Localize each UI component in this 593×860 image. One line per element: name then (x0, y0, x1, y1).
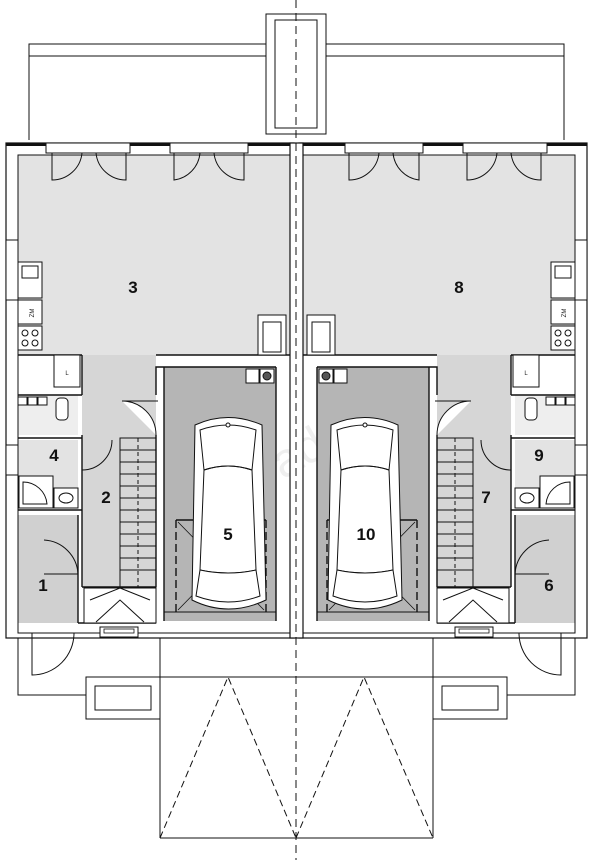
upper-terrace (28, 13, 565, 140)
car-left (191, 417, 267, 610)
room-labels: 3 2 4 1 5 8 7 9 6 10 (38, 278, 553, 595)
room-number-living-right: 8 (454, 278, 463, 297)
room-entry-left (18, 515, 78, 623)
room-entry-right (515, 515, 575, 623)
dishwasher-label-left: ZM (30, 309, 36, 318)
room-number-living-left: 3 (128, 278, 137, 297)
dishwasher-label-right: ZM (562, 309, 568, 318)
room-hall-left (82, 355, 156, 587)
room-living-left (18, 155, 290, 355)
front-yard (17, 638, 576, 839)
room-number-garage-right: 10 (357, 525, 376, 544)
room-number-hall-right: 7 (481, 488, 490, 507)
room-number-bathroom-right: 9 (534, 446, 543, 465)
room-number-hall-left: 2 (101, 488, 110, 507)
fridge-label-left: L (65, 371, 69, 377)
room-hall-right (437, 355, 511, 587)
room-number-entry-right: 6 (544, 576, 553, 595)
room-number-entry-left: 1 (38, 576, 47, 595)
unit-left: ZM L (5, 142, 295, 676)
car-right (327, 417, 403, 610)
room-number-bathroom-left: 4 (49, 446, 59, 465)
unit-right: ZM L (298, 142, 588, 676)
room-living-right (303, 155, 575, 355)
staircase-right (436, 437, 510, 624)
fridge-label-right: L (524, 371, 528, 377)
staircase-left (83, 437, 157, 624)
room-number-garage-left: 5 (223, 525, 232, 544)
